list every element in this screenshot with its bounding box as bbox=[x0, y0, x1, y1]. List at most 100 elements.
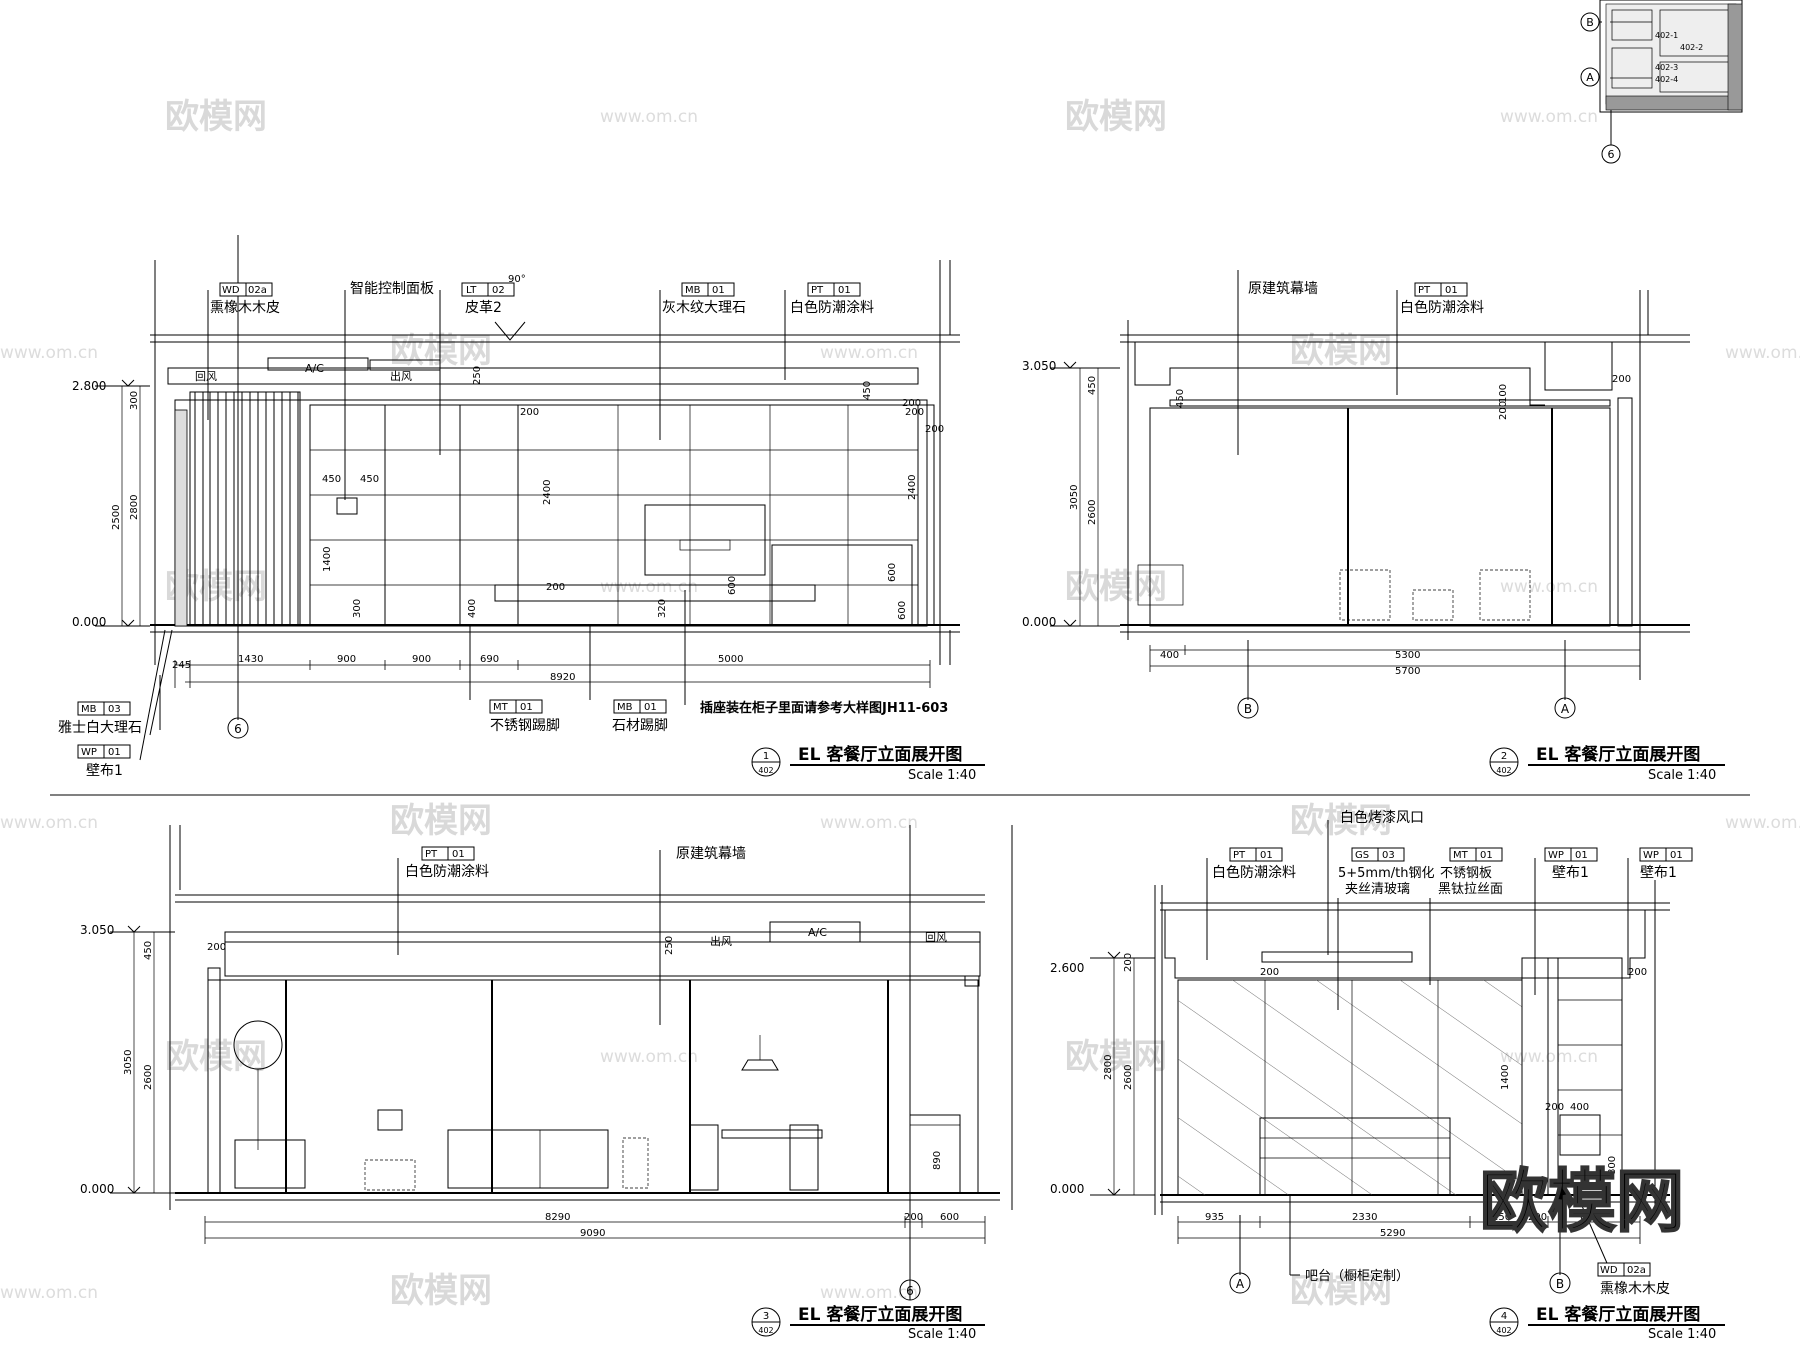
svg-text:100: 100 bbox=[1498, 384, 1509, 403]
axis-marker-a: A bbox=[1236, 1277, 1245, 1291]
panel2-title-block: 2 402 EL 客餐厅立面展开图 Scale 1:40 bbox=[1489, 744, 1725, 783]
svg-text:300: 300 bbox=[129, 391, 140, 410]
elevation-panel-1: A/C 回风 出风 90° bbox=[139, 235, 960, 761]
watermark-url: www.om.cn bbox=[600, 577, 698, 597]
watermark-brand: 欧模网 bbox=[390, 331, 492, 371]
svg-text:01: 01 bbox=[1445, 285, 1458, 296]
svg-text:600: 600 bbox=[897, 601, 908, 620]
panel2-dimensions: 3.050 0.000 450 3050 2600 400 5300 5700 … bbox=[1022, 359, 1641, 719]
svg-text:200: 200 bbox=[1123, 953, 1134, 972]
svg-text:02: 02 bbox=[492, 285, 505, 296]
level-mark: 2.800 bbox=[72, 379, 106, 393]
tag-label: 黑钛拉丝面 bbox=[1438, 882, 1503, 897]
panel1-wood-slats bbox=[194, 391, 299, 627]
svg-text:5000: 5000 bbox=[718, 654, 743, 665]
svg-text:01: 01 bbox=[452, 849, 465, 860]
keyplan-room-tag: 402-1 bbox=[1655, 31, 1678, 40]
tag-label: 原建筑幕墙 bbox=[1248, 281, 1318, 297]
svg-text:250: 250 bbox=[664, 936, 675, 955]
watermark-brand: 欧模网 bbox=[1065, 1037, 1167, 1077]
panel4-dimensions: 2.600 0.000 200 2800 2600 935 2330 250 2… bbox=[1050, 951, 1647, 1294]
svg-text:300: 300 bbox=[352, 599, 363, 618]
svg-text:GS: GS bbox=[1355, 850, 1369, 861]
tag-label: 壁布1 bbox=[1640, 865, 1677, 881]
watermark-url: www.om.cn bbox=[600, 1047, 698, 1067]
panel3-dimensions: 3.050 0.000 450 3050 2600 8290 200 600 9… bbox=[80, 923, 986, 1301]
level-mark: 0.000 bbox=[80, 1182, 114, 1196]
tag-label: 插座装在柜子里面请参考大样图JH11-603 bbox=[700, 700, 948, 716]
panel-number: 3 bbox=[763, 1311, 769, 1322]
svg-text:200: 200 bbox=[902, 398, 921, 409]
tag-wp01: WP 01 壁布1 bbox=[1544, 847, 1598, 881]
watermark-url: www.om.cn bbox=[820, 343, 918, 363]
svg-text:1430: 1430 bbox=[238, 654, 263, 665]
svg-text:3050: 3050 bbox=[1069, 485, 1080, 510]
keyplan-room-tag: 402-3 bbox=[1655, 63, 1678, 72]
svg-text:MB: MB bbox=[617, 702, 633, 713]
tag-mb01-skirting: MB 01 石材踢脚 bbox=[612, 699, 668, 734]
level-mark: 0.000 bbox=[1050, 1182, 1084, 1196]
tag-label: 熏橡木木皮 bbox=[210, 300, 280, 316]
keyplan-room-tag: 402-4 bbox=[1655, 75, 1678, 84]
panel1-tv-bench bbox=[494, 584, 816, 602]
elevation-panel-2 bbox=[1120, 270, 1690, 700]
panel3-ac-label: A/C bbox=[808, 926, 827, 939]
svg-text:01: 01 bbox=[1670, 850, 1683, 861]
panel4-wood-panel bbox=[1521, 957, 1623, 1196]
svg-text:200: 200 bbox=[1612, 374, 1631, 385]
panel4-title-block: 4 402 EL 客餐厅立面展开图 Scale 1:40 bbox=[1489, 1304, 1725, 1342]
svg-text:MB: MB bbox=[685, 285, 701, 296]
watermark-url: www.om.cn bbox=[1500, 577, 1598, 597]
svg-text:935: 935 bbox=[1205, 1212, 1224, 1223]
svg-text:01: 01 bbox=[520, 702, 533, 713]
svg-text:800: 800 bbox=[1607, 1156, 1618, 1175]
panel1-ac-label: A/C bbox=[305, 362, 324, 375]
svg-text:200: 200 bbox=[1498, 401, 1509, 420]
panel-number: 4 bbox=[1501, 1311, 1507, 1322]
svg-text:01: 01 bbox=[1260, 850, 1273, 861]
svg-text:5300: 5300 bbox=[1395, 650, 1420, 661]
watermark-url: www.om.cn bbox=[0, 813, 98, 833]
elevation-panel-3: A/C 出风 回风 bbox=[169, 825, 1013, 1300]
svg-text:690: 690 bbox=[1580, 1212, 1599, 1223]
svg-text:01: 01 bbox=[644, 702, 657, 713]
svg-text:600: 600 bbox=[940, 1212, 959, 1223]
watermark-brand: 欧模网 bbox=[390, 801, 492, 841]
svg-text:2600: 2600 bbox=[1087, 500, 1098, 525]
svg-text:2330: 2330 bbox=[1352, 1212, 1377, 1223]
tag-mt01: MT 01 不锈钢板 黑钛拉丝面 bbox=[1438, 847, 1503, 897]
tag-lt02: LT 02 皮革2 bbox=[461, 282, 515, 316]
svg-text:01: 01 bbox=[1575, 850, 1588, 861]
side-table-icon bbox=[364, 1159, 416, 1191]
watermark-url: www.om.cn bbox=[1500, 1047, 1598, 1067]
panel-number: 1 bbox=[763, 751, 769, 762]
panel-scale: Scale 1:40 bbox=[908, 1327, 976, 1342]
tag-mt01: MT 01 不锈钢踢脚 bbox=[489, 699, 560, 734]
svg-text:WP: WP bbox=[1643, 850, 1659, 861]
tag-mb03: MB 03 雅士白大理石 bbox=[58, 701, 142, 736]
svg-text:200: 200 bbox=[905, 407, 924, 418]
panel1-tags: WD 02a 熏橡木木皮 智能控制面板 LT 02 皮革2 MB 01 灰木纹大… bbox=[58, 281, 948, 779]
panel1-angle-label: 90° bbox=[508, 274, 526, 285]
dining-chair-icon bbox=[789, 1124, 819, 1191]
tag-pt01: PT 01 白色防潮涂料 bbox=[790, 282, 874, 316]
sofa-icon bbox=[447, 1129, 609, 1189]
tag-label: 白色防潮涂料 bbox=[1400, 299, 1484, 316]
axis-marker-6: 6 bbox=[906, 1284, 914, 1298]
level-mark: 0.000 bbox=[72, 615, 106, 629]
watermark-url: www.om.cn bbox=[1500, 107, 1598, 127]
tag-label: 灰木纹大理石 bbox=[662, 300, 746, 316]
svg-text:200: 200 bbox=[207, 942, 226, 953]
svg-text:WP: WP bbox=[1548, 850, 1564, 861]
smart-control-panel-icon bbox=[336, 497, 358, 515]
panel4-tags: 白色烤漆风口 PT 01 白色防潮涂料 GS 03 5+5mm/th钢化 夹丝清… bbox=[1212, 809, 1693, 1297]
key-plan: B A 6 402-1 402-2 402-3 402-4 bbox=[1580, 0, 1743, 164]
tag-gs03: GS 03 5+5mm/th钢化 夹丝清玻璃 bbox=[1338, 847, 1434, 897]
tag-label: 壁布1 bbox=[1552, 865, 1589, 881]
svg-text:2800: 2800 bbox=[129, 495, 140, 520]
tag-label: 壁布1 bbox=[86, 763, 123, 779]
level-mark: 3.050 bbox=[80, 923, 114, 937]
svg-text:1400: 1400 bbox=[322, 547, 333, 572]
watermark-brand: 欧模网 bbox=[165, 1037, 267, 1077]
watermark-url: www.om.cn bbox=[1725, 343, 1800, 363]
